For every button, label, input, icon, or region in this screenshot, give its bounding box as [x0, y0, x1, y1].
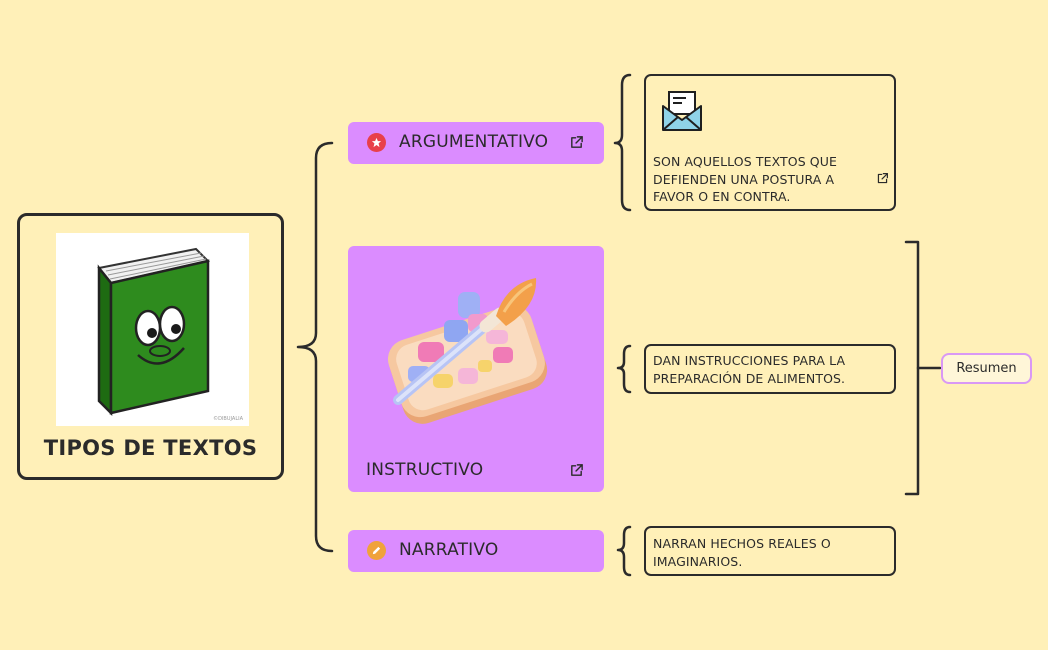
- green-book-cartoon-icon: [97, 247, 210, 417]
- branch-label: NARRATIVO: [399, 540, 499, 560]
- envelope-letter-icon: [662, 91, 702, 131]
- palette-brush-icon: [387, 278, 548, 424]
- leaf-text: NARRAN HECHOS REALES O IMAGINARIOS.: [653, 536, 831, 569]
- instructivo-brace: [616, 344, 632, 394]
- root-node[interactable]: ©DIBUJALIA TIPOS DE TEXTOS: [17, 213, 284, 480]
- star-badge-icon: [367, 133, 386, 152]
- external-link-icon[interactable]: [569, 463, 584, 478]
- branch-argumentativo[interactable]: ARGUMENTATIVO: [348, 122, 604, 164]
- leaf-narrativo[interactable]: NARRAN HECHOS REALES O IMAGINARIOS.: [644, 526, 896, 576]
- argumentativo-brace: [613, 73, 632, 212]
- leaf-argumentativo[interactable]: SON AQUELLOS TEXTOS QUE DEFIENDEN UNA PO…: [644, 74, 896, 211]
- root-title: TIPOS DE TEXTOS: [43, 436, 258, 460]
- book-image: ©DIBUJALIA: [56, 233, 249, 426]
- leaf-instructivo[interactable]: DAN INSTRUCCIONES PARA LA PREPARACIÓN DE…: [644, 344, 896, 394]
- branch-instructivo[interactable]: INSTRUCTIVO: [348, 246, 604, 492]
- leaf-text: SON AQUELLOS TEXTOS QUE DEFIENDEN UNA PO…: [653, 154, 837, 204]
- narrativo-brace: [616, 525, 632, 577]
- image-watermark: ©DIBUJALIA: [213, 416, 243, 422]
- root-brace: [296, 141, 334, 553]
- branch-narrativo[interactable]: NARRATIVO: [348, 530, 604, 572]
- summary-bracket: [904, 240, 920, 496]
- external-link-icon[interactable]: [569, 135, 584, 150]
- summary-node[interactable]: Resumen: [941, 353, 1032, 384]
- pencil-badge-icon: [367, 541, 386, 560]
- leaf-text: DAN INSTRUCCIONES PARA LA PREPARACIÓN DE…: [653, 353, 846, 386]
- branch-label: ARGUMENTATIVO: [399, 132, 549, 152]
- external-link-icon[interactable]: [876, 172, 889, 185]
- branch-label: INSTRUCTIVO: [366, 460, 484, 480]
